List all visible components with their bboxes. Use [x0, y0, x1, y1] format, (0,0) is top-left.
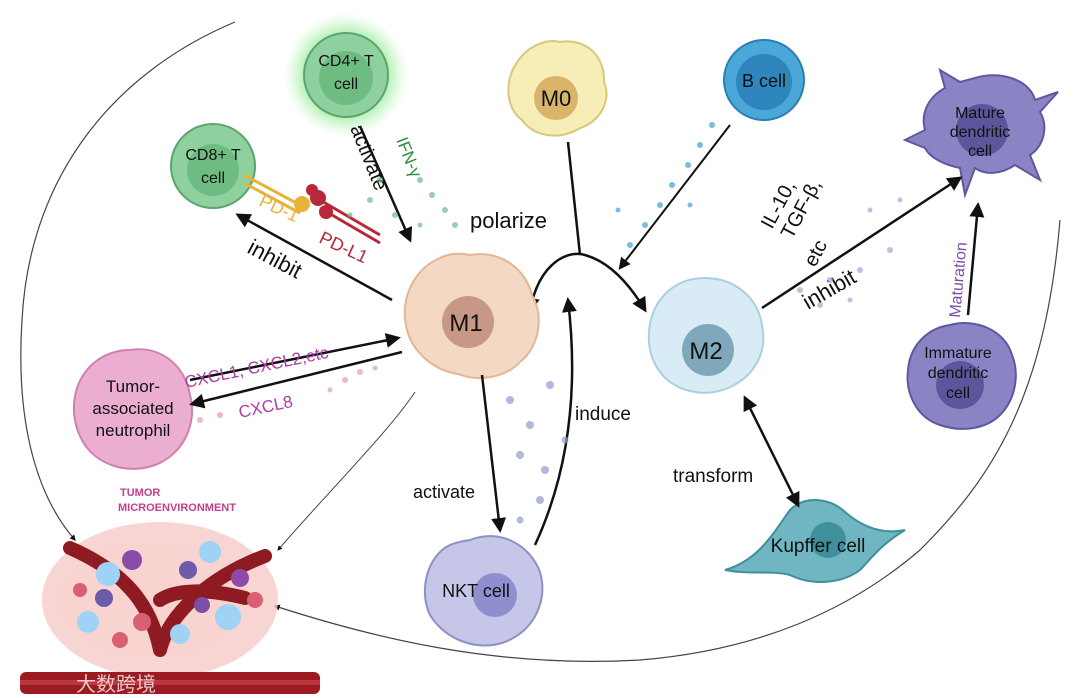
- b-cell-label: B cell: [742, 71, 786, 91]
- nkt-dots: [506, 381, 569, 524]
- tumor-associated-neutrophil: Tumor- associated neutrophil: [72, 348, 194, 470]
- immature-dc-line2: dendritic: [928, 365, 988, 382]
- tan-line1: Tumor-: [106, 377, 160, 396]
- arrow-m2-inhibit-dc: [761, 176, 963, 310]
- b-cell-dots: [615, 122, 715, 248]
- arrow-m2-kupffer: [743, 395, 800, 508]
- ifn-label: IFN-γ: [392, 134, 425, 180]
- b-cell: B cell: [723, 39, 805, 121]
- polarize-label: polarize: [470, 208, 547, 233]
- m0-macrophage: M0: [507, 40, 608, 137]
- tumor-label-line2: MICROENVIRONMENT: [118, 502, 236, 514]
- kupffer-label: Kupffer cell: [771, 536, 866, 557]
- arrow-nkt-induce-m1: [533, 297, 577, 546]
- arrow-polarize-split: [525, 252, 647, 313]
- m0-label: M0: [541, 86, 572, 111]
- cxcl-dots: [197, 365, 378, 423]
- cd4-label: CD4+ T: [318, 53, 374, 70]
- maturation-label: Maturation: [947, 242, 971, 319]
- outline-curve-m1-tumor: [277, 391, 416, 551]
- inhibit-right-label: inhibit: [798, 264, 860, 314]
- arrow-m1-inhibit-cd8: [235, 213, 393, 302]
- arrow-m1-activate-nkt: [480, 374, 507, 533]
- m2-dots: [797, 197, 903, 308]
- nkt-cell: NKT cell: [423, 535, 544, 647]
- tan-line3: neutrophil: [96, 421, 171, 440]
- tumor-microenvironment: TUMOR MICROENVIRONMENT: [20, 487, 320, 694]
- immature-dendritic-cell: Immature dendritic cell: [906, 322, 1017, 430]
- ifn-dots: [347, 177, 458, 228]
- pd1-label: PD-1: [256, 190, 302, 225]
- cd8-label: CD8+ T: [185, 147, 241, 164]
- outline-curve-left: [20, 21, 236, 541]
- arrow-maturation: [966, 202, 985, 316]
- cxcl-top-label: CXCL1, CXCL2,etc: [183, 343, 331, 392]
- arrow-tan-to-m1: [189, 333, 401, 382]
- inhibit-left-label: inhibit: [244, 234, 306, 283]
- cd8-t-cell: CD8+ T cell: [170, 123, 256, 209]
- mature-dc-line1: Mature: [955, 105, 1005, 122]
- cxcl-bottom-label: CXCL8: [237, 392, 295, 422]
- arrow-cd4-to-m1: [358, 125, 413, 243]
- cd4-label-2: cell: [334, 76, 358, 93]
- immature-dc-line1: Immature: [924, 345, 992, 362]
- nkt-label: NKT cell: [442, 581, 510, 601]
- arrow-m0-down: [566, 141, 582, 256]
- activate-bottom-label: activate: [413, 482, 475, 502]
- kupffer-cell: Kupffer cell: [724, 499, 906, 583]
- arrow-m1-to-tan: [189, 350, 403, 409]
- mature-dc-line2: dendritic: [950, 124, 1010, 141]
- cd4-t-cell: CD4+ T cell: [284, 13, 408, 137]
- activate-top-label: activate: [345, 122, 391, 194]
- arrow-b-cell-to-split: [618, 124, 731, 270]
- watermark-logo: 大数跨境: [76, 673, 156, 696]
- m1-label: M1: [449, 310, 482, 337]
- transform-label: transform: [673, 466, 753, 487]
- mature-dc-line3: cell: [968, 143, 992, 160]
- induce-label: induce: [575, 404, 631, 425]
- m2-macrophage: M2: [647, 276, 765, 394]
- tumor-label-line1: TUMOR: [120, 487, 160, 499]
- tan-line2: associated: [92, 399, 173, 418]
- m2-label: M2: [689, 338, 722, 365]
- outline-curve-right: [273, 219, 1061, 662]
- immature-dc-line3: cell: [946, 385, 970, 402]
- mature-dendritic-cell: Mature dendritic cell: [902, 67, 1059, 199]
- m1-macrophage: M1: [403, 252, 540, 379]
- cd8-label-2: cell: [201, 170, 225, 187]
